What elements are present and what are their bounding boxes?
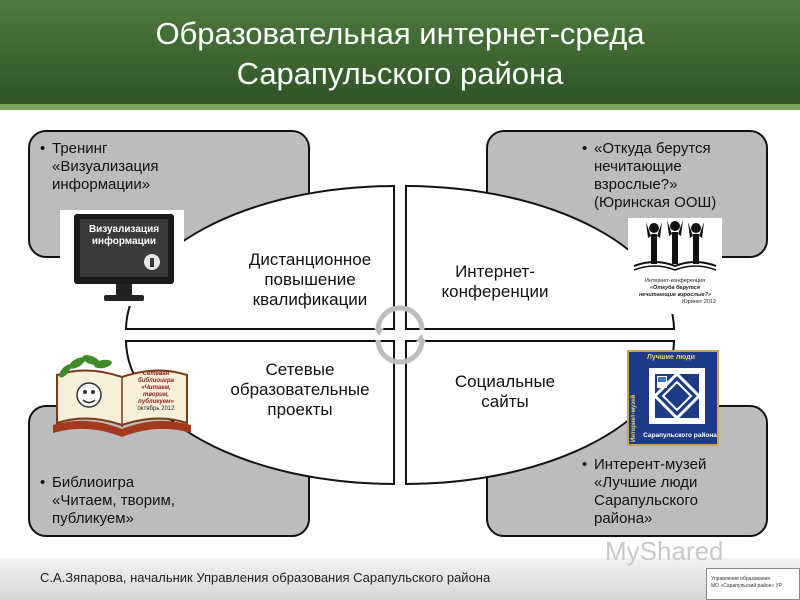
footer-bar	[0, 558, 800, 600]
title-line-1: Образовательная интернет-среда	[155, 16, 645, 51]
monitor-image: Визуализация информации	[60, 210, 184, 306]
quadrant-label-social-sites: Социальные сайты	[454, 372, 556, 411]
header-bar	[0, 0, 800, 110]
conference-image: Интернет-конференция «Откуда берутся неч…	[628, 218, 722, 314]
logo-line-1: Управление образования	[711, 576, 770, 582]
quadrant-label-distance-learning: Дистанционное повышение квалификации	[248, 250, 372, 309]
footer-author: С.А.Зяпарова, начальник Управления образ…	[40, 570, 491, 585]
watermark-text: MyShared	[605, 536, 724, 566]
page-title: Образовательная интернет-среда Сарапульс…	[0, 14, 800, 94]
monitor-caption: Визуализация информации	[88, 224, 160, 247]
people-icon	[633, 220, 717, 271]
museum-image: Лучшие люди Интернет-музей Сарапульского…	[627, 350, 719, 446]
bullet-top-left: • Тренинг «Визуализация информации»	[40, 140, 159, 193]
museum-icon	[649, 368, 705, 424]
bullet-top-right: • «Откуда берутся нечитающие взрослые?» …	[582, 140, 717, 211]
conference-caption: Интернет-конференция «Откуда берутся неч…	[638, 278, 716, 305]
organization-logo: Управление образования МО «Сарапульский …	[706, 568, 800, 600]
quadrant-label-network-projects: Сетевые образовательные проекты	[230, 360, 370, 419]
museum-bottom-label: Сарапульского района	[643, 432, 717, 439]
bullet-bottom-right: • Интерент-музей «Лучшие люди Сарапульск…	[582, 456, 707, 527]
book-icon	[53, 355, 191, 437]
museum-top-label: Лучшие люди	[647, 354, 695, 361]
logo-line-2: МО «Сарапульский район» УР	[711, 583, 783, 589]
museum-side-label: Интернет-музей	[631, 394, 637, 442]
quadrant-label-internet-conferences: Интернет- конференции	[441, 262, 549, 301]
book-image: Сетевая библиоигра «Читаем, творим, публ…	[47, 355, 197, 440]
title-line-2: Сарапульского района	[236, 56, 564, 91]
book-caption: Сетевая библиоигра «Читаем, творим, публ…	[137, 371, 175, 412]
monitor-icon	[60, 210, 184, 306]
bullet-bottom-left: • Библиоигра «Читаем, творим, публикуем»	[40, 474, 175, 527]
cycle-arrows-icon	[374, 305, 426, 365]
